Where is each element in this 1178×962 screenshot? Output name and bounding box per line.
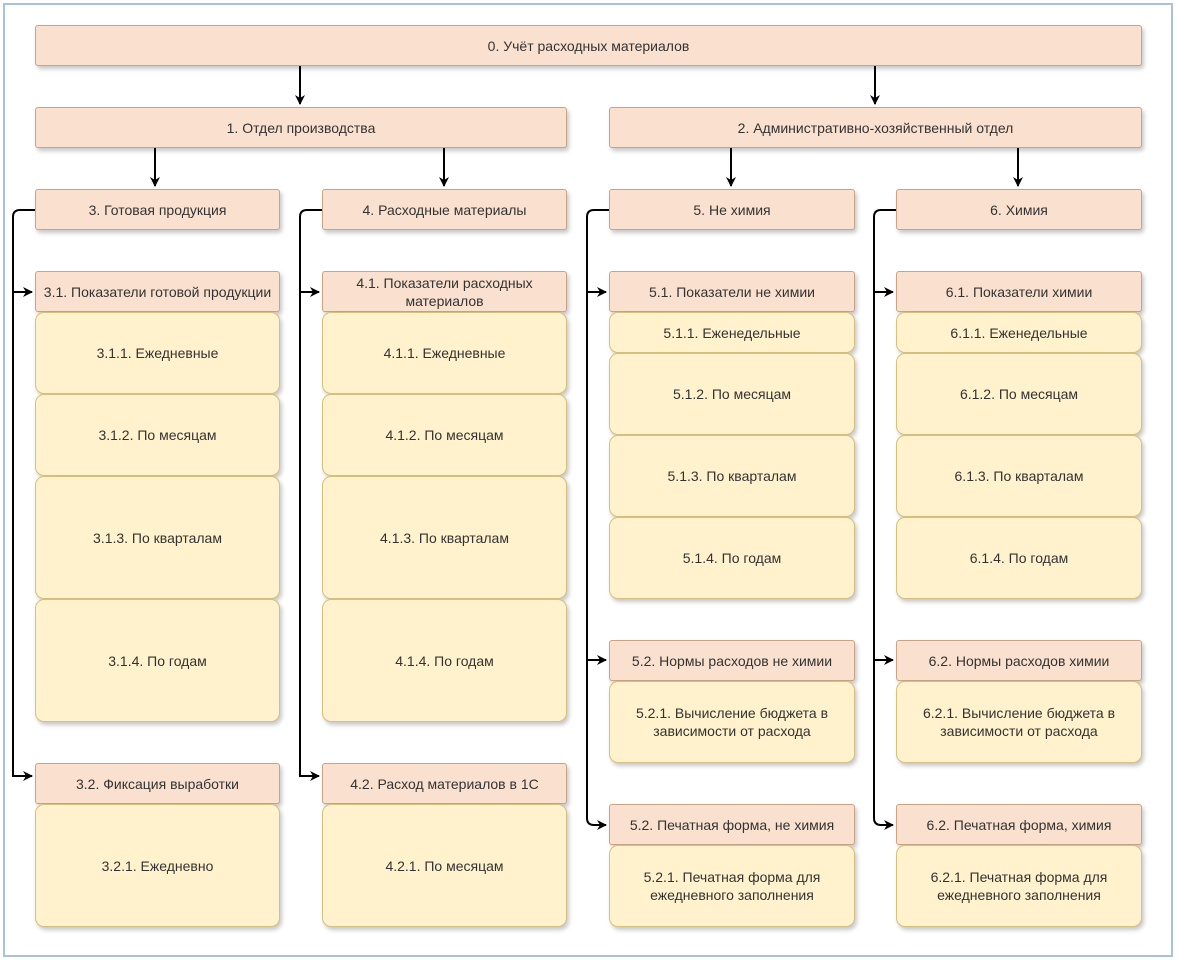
col5-item-6: 5.2.1. Печатная форма для ежедневного за… (609, 845, 855, 927)
col3-item-2: 3.1.2. По месяцам (35, 394, 280, 476)
col6-group-3: 6.2. Печатная форма, химия (896, 804, 1142, 845)
connector-col4-to-4-1 (299, 209, 322, 297)
col5-item-4-label: 5.1.4. По годам (682, 550, 782, 566)
col3-item-4-label: 3.1.4. По годам (108, 652, 207, 669)
col3-group-1: 3.1. Показатели готовой продукции (35, 271, 280, 312)
col6-item-6: 6.2.1. Печатная форма для ежедневного за… (896, 845, 1142, 927)
col3-item-1-label: 3.1.1. Ежедневные (96, 345, 219, 361)
col6-group-1: 6.1. Показатели химии (896, 271, 1142, 312)
connector-col6-to-6-2-print (873, 660, 894, 830)
department-admin: 2. Административно-хозяйственный отдел (609, 107, 1142, 148)
connector-col6-to-6-2 (873, 292, 894, 665)
col3-group-2: 3.2. Фиксация выработки (35, 763, 280, 804)
col5-item-5-label: 5.2.1. Вычисление бюджета в зависимости … (635, 705, 829, 739)
col4-group-2: 4.2. Расход материалов в 1С (322, 763, 567, 804)
col4-item-5: 4.2.1. По месяцам (322, 804, 567, 927)
department-admin-label: 2. Административно-хозяйственный отдел (737, 119, 1014, 136)
col6-item-1-label: 6.1.1. Еженедельные (950, 324, 1088, 341)
connector-col4-to-4-2 (299, 292, 320, 781)
col3-group-2-label: 3.2. Фиксация выработки (75, 775, 239, 792)
col6-group-2-label: 6.2. Нормы расходов химии (928, 652, 1110, 669)
col6-item-3: 6.1.3. По кварталам (896, 435, 1142, 517)
col4-item-4: 4.1.4. По годам (322, 599, 567, 722)
col5-item-1-label: 5.1.1. Еженедельные (663, 324, 801, 341)
col4-title: 4. Расходные материалы (322, 189, 567, 230)
col6-group-2: 6.2. Нормы расходов химии (896, 640, 1142, 681)
col5-item-2: 5.1.2. По месяцам (609, 353, 855, 435)
col5-group-2: 5.2. Нормы расходов не химии (609, 640, 855, 681)
col6-item-4-label: 6.1.4. По годам (969, 550, 1069, 566)
col5-group-1: 5.1. Показатели не химии (609, 271, 855, 312)
col6-item-2: 6.1.2. По месяцам (896, 353, 1142, 435)
col5-item-4: 5.1.4. По годам (609, 517, 855, 599)
col6-item-5-label: 6.2.1. Вычисление бюджета в зависимости … (922, 705, 1116, 739)
col5-item-2-label: 5.1.2. По месяцам (672, 386, 792, 402)
col6-group-1-label: 6.1. Показатели химии (945, 283, 1093, 300)
col3-item-5: 3.2.1. Ежедневно (35, 804, 280, 927)
col5-item-1: 5.1.1. Еженедельные (609, 312, 855, 353)
col4-item-3: 4.1.3. По кварталам (322, 476, 567, 599)
col3-item-3: 3.1.3. По кварталам (35, 476, 280, 599)
col4-group-2-label: 4.2. Расход материалов в 1С (350, 775, 539, 792)
col4-item-3-label: 4.1.3. По кварталам (380, 529, 509, 546)
col5-group-1-label: 5.1. Показатели не химии (649, 283, 815, 300)
department-production-label: 1. Отдел производства (226, 119, 376, 136)
col4-item-4-label: 4.1.4. По годам (395, 652, 494, 669)
col5-item-5: 5.2.1. Вычисление бюджета в зависимости … (609, 681, 855, 763)
col6-item-4: 6.1.4. По годам (896, 517, 1142, 599)
col6-item-3-label: 6.1.3. По кварталам (954, 468, 1084, 484)
col4-group-1: 4.1. Показатели расходных материалов (322, 271, 567, 312)
col6-item-2-label: 6.1.2. По месяцам (959, 386, 1079, 402)
connector-col5-to-5-2 (586, 292, 607, 665)
col5-group-2-label: 5.2. Нормы расходов не химии (631, 652, 833, 669)
root-node: 0. Учёт расходных материалов (35, 25, 1142, 66)
col3-item-2-label: 3.1.2. По месяцам (98, 427, 217, 443)
col6-item-5: 6.2.1. Вычисление бюджета в зависимости … (896, 681, 1142, 763)
root-label: 0. Учёт расходных материалов (487, 37, 690, 54)
col6-item-1: 6.1.1. Еженедельные (896, 312, 1142, 353)
col6-title-label: 6. Химия (990, 201, 1048, 218)
connector-col5-to-5-2-print (586, 660, 607, 830)
col3-group-1-label: 3.1. Показатели готовой продукции (43, 283, 272, 300)
col3-item-5-label: 3.2.1. Ежедневно (101, 857, 214, 874)
col6-group-3-label: 6.2. Печатная форма, химия (926, 816, 1112, 833)
col4-item-1: 4.1.1. Ежедневные (322, 312, 567, 394)
col4-item-5-label: 4.2.1. По месяцам (385, 857, 504, 874)
col6-title: 6. Химия (896, 189, 1142, 230)
connector-col5-to-5-1 (586, 209, 609, 297)
connector-col6-to-6-1 (873, 209, 896, 297)
connector-col3-to-3-1 (12, 209, 35, 297)
col5-group-3-label: 5.2. Печатная форма, не химия (629, 816, 835, 833)
col4-item-2-label: 4.1.2. По месяцам (385, 427, 504, 443)
col4-item-1-label: 4.1.1. Ежедневные (383, 345, 506, 361)
connector-col3-to-3-2 (12, 292, 33, 781)
col5-item-6-label: 5.2.1. Печатная форма для ежедневного за… (643, 869, 821, 903)
department-production: 1. Отдел производства (35, 107, 567, 148)
col3-item-1: 3.1.1. Ежедневные (35, 312, 280, 394)
col4-item-2: 4.1.2. По месяцам (322, 394, 567, 476)
col5-item-3-label: 5.1.3. По кварталам (667, 468, 797, 484)
col3-item-3-label: 3.1.3. По кварталам (93, 529, 222, 546)
col5-title-label: 5. Не химия (693, 201, 771, 218)
col5-item-3: 5.1.3. По кварталам (609, 435, 855, 517)
col3-title: 3. Готовая продукция (35, 189, 280, 230)
col5-group-3: 5.2. Печатная форма, не химия (609, 804, 855, 845)
col3-item-4: 3.1.4. По годам (35, 599, 280, 722)
col4-group-1-label: 4.1. Показатели расходных материалов (356, 274, 533, 309)
col6-item-6-label: 6.2.1. Печатная форма для ежедневного за… (930, 869, 1108, 903)
diagram-frame (3, 3, 1173, 957)
col4-title-label: 4. Расходные материалы (362, 201, 527, 218)
col5-title: 5. Не химия (609, 189, 855, 230)
col3-title-label: 3. Готовая продукция (88, 201, 227, 218)
